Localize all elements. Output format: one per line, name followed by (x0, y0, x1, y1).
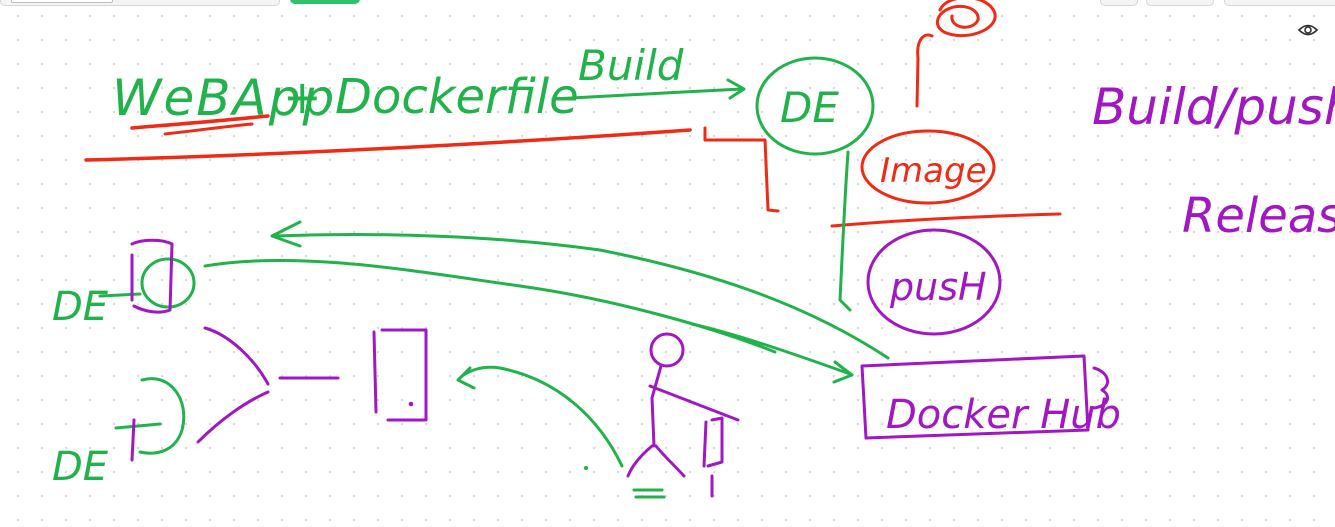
hub-to-left-arrow (270, 220, 890, 360)
de-to-push-arrow (838, 150, 852, 312)
user-head (649, 332, 685, 368)
webapp-underline-1 (130, 114, 270, 130)
toolbar-right-button-3[interactable] (1224, 0, 1335, 6)
push-circle (866, 228, 1002, 336)
red-long-underline (84, 128, 692, 162)
de1-connector (98, 292, 142, 298)
eye-icon (1297, 24, 1319, 36)
user-body (650, 364, 663, 448)
image-circle (860, 129, 996, 205)
server-box (372, 328, 428, 422)
de1-node-circle (140, 257, 196, 309)
server-dot (408, 401, 414, 407)
de-left-2-label: DE (52, 444, 109, 490)
user-leg-left (626, 444, 654, 478)
user-leg-right (654, 444, 686, 478)
de-top-label: DE (780, 83, 839, 132)
docker-hub-label: Docker Hub (886, 392, 1121, 438)
docker-hub-box-tail (1092, 366, 1110, 410)
docker-hub-box (860, 354, 1090, 440)
toolbar-right-button-1[interactable] (1100, 0, 1138, 6)
de2-node-arc (138, 377, 186, 455)
user-ground-mark (632, 488, 666, 499)
push-label: pusH (889, 265, 987, 309)
de1-purple-bracket (130, 238, 174, 314)
lb-lower-arm (196, 390, 270, 444)
build-push-label: Build/push (1092, 78, 1335, 136)
build-label: Build (578, 41, 684, 90)
lb-upper-arm (203, 326, 270, 386)
toolbar-accent-button[interactable] (290, 0, 360, 4)
red-bracket (703, 126, 780, 213)
de2-purple-stem (130, 418, 136, 462)
toolbar-left-panel[interactable] (0, 0, 280, 6)
red-hook-up (915, 33, 934, 108)
release-label: Release (1182, 188, 1335, 244)
toolbar-right-button-2[interactable] (1146, 0, 1214, 6)
user-device (702, 416, 724, 498)
toolbar-input[interactable] (11, 0, 113, 3)
plus-label: + (283, 70, 322, 124)
dockerfile-label: Dockerfile (335, 69, 579, 125)
webapp-underline-2 (163, 122, 254, 136)
user-arm (648, 384, 740, 422)
stray-dot (583, 465, 589, 471)
de-left-1-label: DE (52, 284, 109, 330)
view-toggle-button[interactable] (1296, 20, 1320, 40)
user-to-hub-arrow (690, 322, 854, 384)
webapp-label: WeBApp (112, 69, 336, 127)
de1-to-hub-link (203, 258, 777, 354)
de-top-circle (755, 56, 875, 156)
red-circle-top (936, 0, 997, 38)
image-label: Image (880, 151, 986, 191)
de2-connector (114, 422, 162, 430)
build-arrow (551, 78, 746, 101)
user-to-server-arrow (456, 365, 624, 468)
red-divider (830, 212, 1062, 228)
